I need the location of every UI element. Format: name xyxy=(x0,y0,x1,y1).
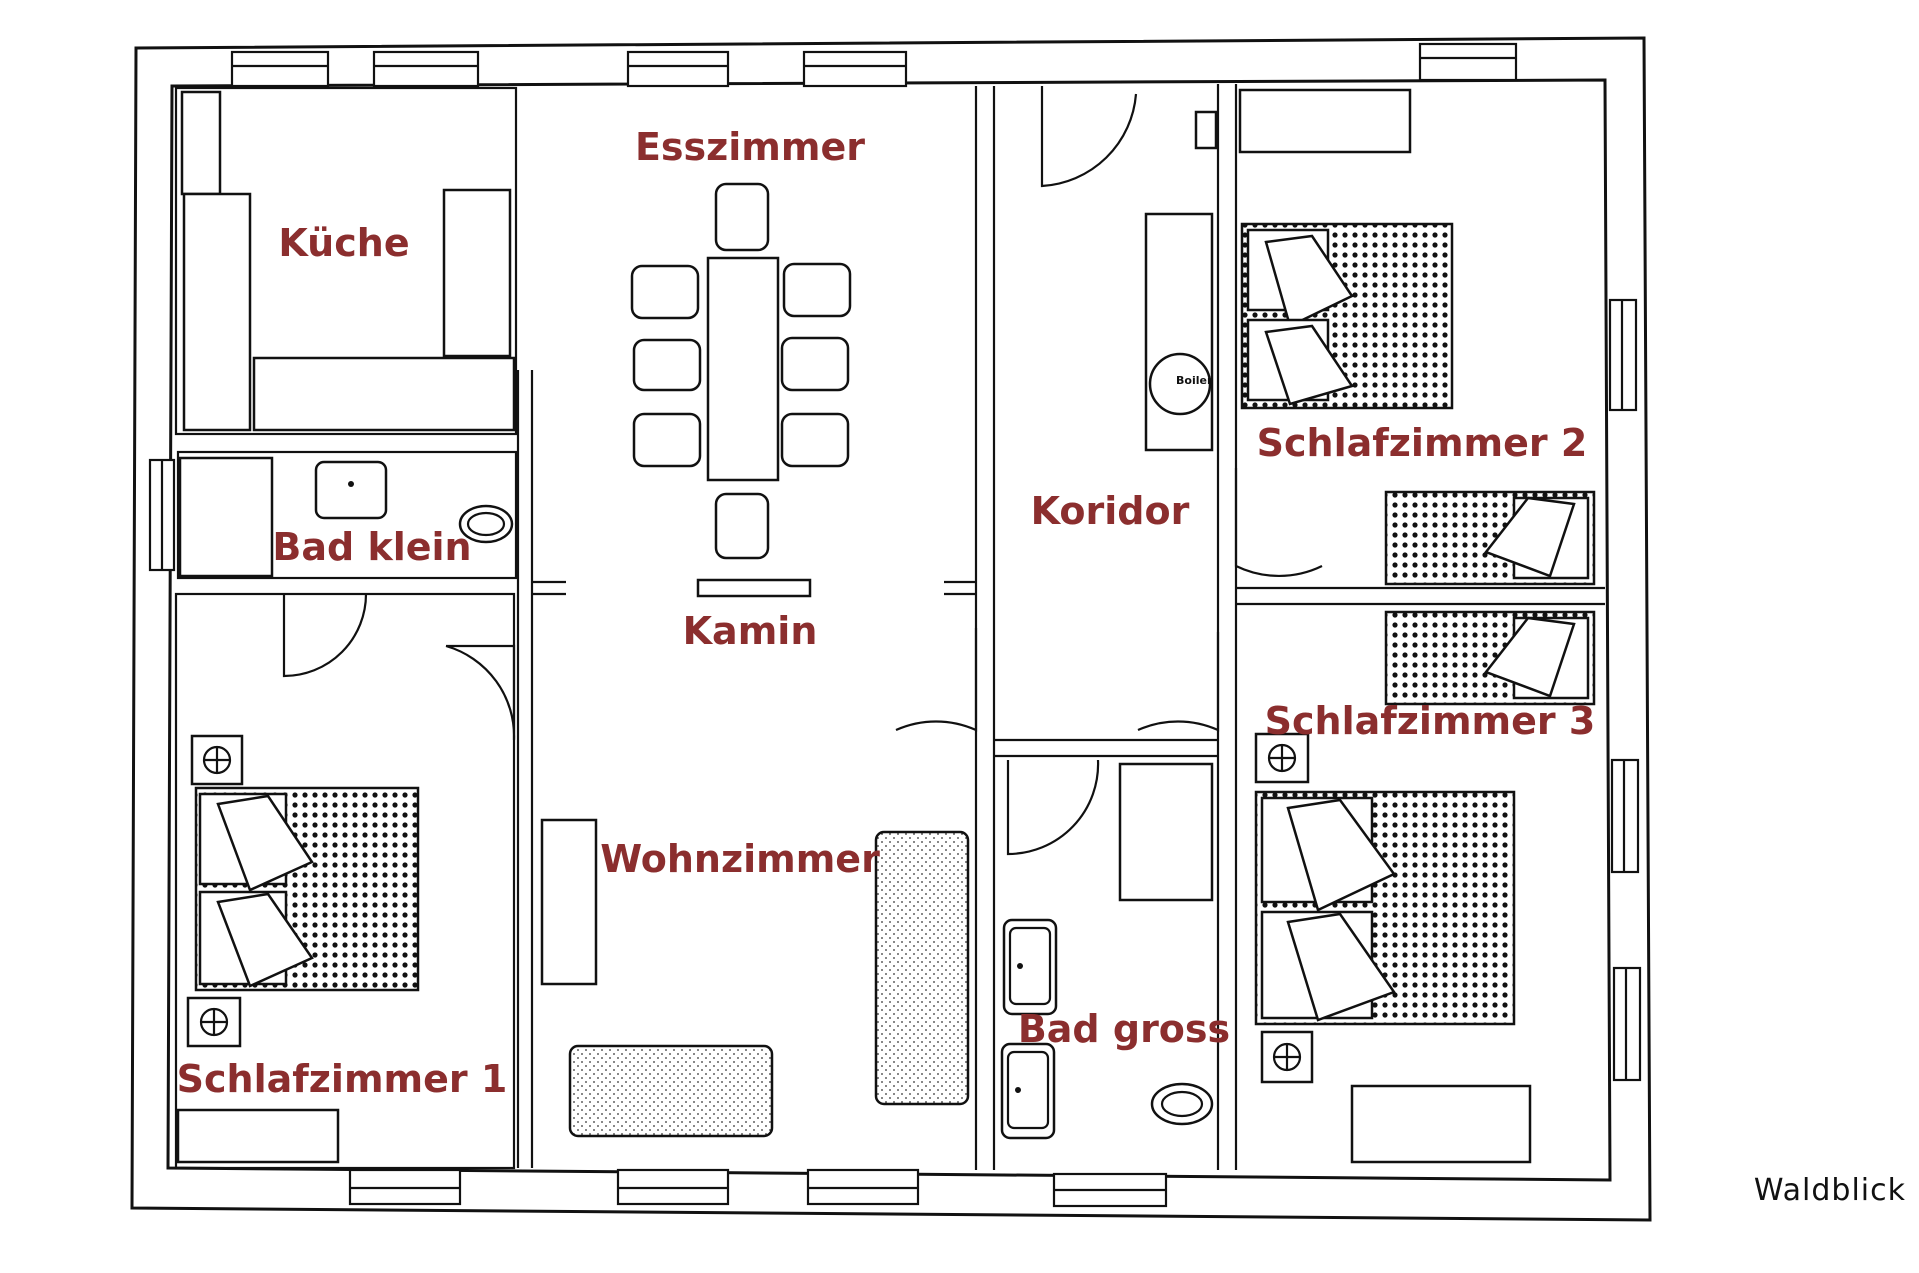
waldblick-note: Waldblick xyxy=(1754,1173,1906,1208)
schlafzimmer-2-label: Schlafzimmer 2 xyxy=(1257,421,1588,465)
outer-walls xyxy=(130,36,1652,1222)
small-bath-fixtures xyxy=(178,456,514,578)
bedroom-2-furniture xyxy=(1238,88,1596,586)
living-room-furniture xyxy=(540,818,970,1138)
large-bath-fixtures xyxy=(1000,762,1214,1140)
bad-gross-label: Bad gross xyxy=(1018,1007,1230,1051)
dining-table-set xyxy=(630,182,852,560)
schlafzimmer-1-label: Schlafzimmer 1 xyxy=(177,1057,508,1101)
wohnzimmer-label: Wohnzimmer xyxy=(600,837,880,881)
kueche-label: Küche xyxy=(278,221,409,265)
schlafzimmer-3-label: Schlafzimmer 3 xyxy=(1265,699,1596,743)
bad-klein-label: Bad klein xyxy=(272,525,471,569)
esszimmer-label: Esszimmer xyxy=(635,125,865,169)
bedroom-3-furniture xyxy=(1254,610,1596,1164)
fireplace xyxy=(696,578,812,598)
windows xyxy=(148,42,1642,1208)
bedroom-1-furniture xyxy=(176,734,420,1164)
corridor-fixtures xyxy=(1144,110,1218,452)
kitchen-counters xyxy=(180,90,516,432)
doors xyxy=(282,86,1323,856)
koridor-label: Koridor xyxy=(1031,489,1190,533)
boiler-label: Boiler xyxy=(1176,374,1213,387)
kamin-label: Kamin xyxy=(683,609,818,653)
